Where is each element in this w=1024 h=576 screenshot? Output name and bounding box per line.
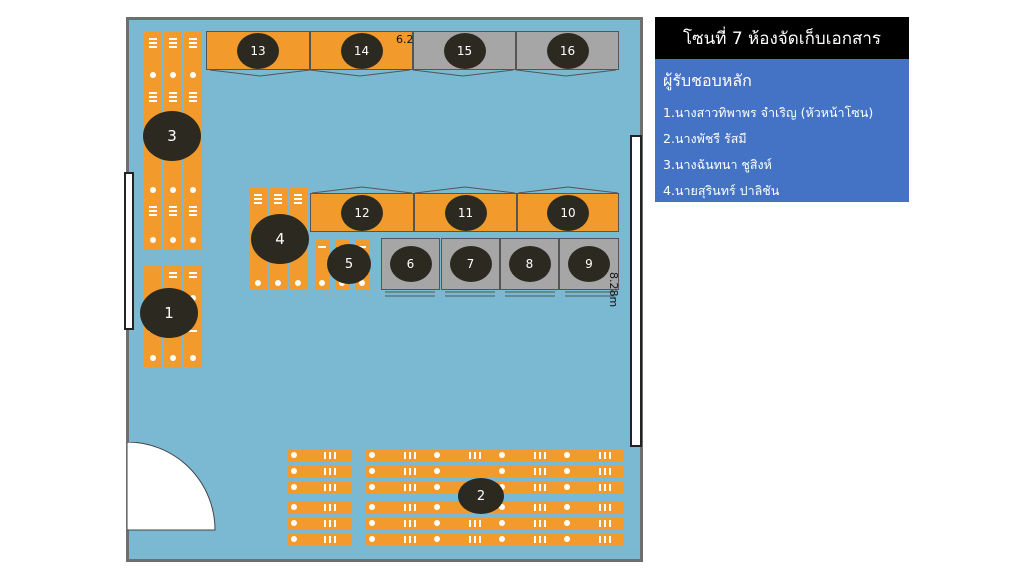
- label-4: 4: [251, 214, 309, 264]
- label-8: 8: [508, 246, 551, 282]
- zone-title: โซนที่ 7 ห้องจัดเก็บเอกสาร: [655, 17, 909, 59]
- responsible-member: 3.นางฉันทนา ชูสิงห์: [663, 157, 772, 172]
- label-16: 16: [546, 32, 589, 69]
- shelf-2-right-2: [366, 466, 624, 477]
- cabinet-8: 8: [500, 238, 559, 290]
- label-14: 14: [340, 32, 383, 69]
- shelf-2-left-6: [288, 534, 352, 545]
- label-2: 2: [458, 478, 504, 514]
- label-3: 3: [143, 111, 201, 161]
- left-window: [124, 172, 134, 330]
- label-6: 6: [389, 246, 432, 282]
- right-window: [630, 135, 642, 447]
- shelf-2-right-1: [366, 450, 624, 461]
- shelf-2-left-5: [288, 518, 352, 529]
- label-1: 1: [140, 288, 198, 338]
- cabinet-11: 11: [414, 193, 517, 232]
- cabinet-9: 9: [559, 238, 619, 290]
- responsible-member: 1.นางสาวทิพาพร จำเริญ (หัวหน้าโซน): [663, 105, 874, 120]
- cabinet-6: 6: [381, 238, 440, 290]
- label-12: 12: [341, 194, 383, 231]
- width-dimension: 6.2: [396, 33, 414, 46]
- label-9: 9: [568, 246, 610, 282]
- label-15: 15: [443, 32, 486, 69]
- shelf-5a: [315, 240, 330, 290]
- shelf-2-left-2: [288, 466, 352, 477]
- shelf-2-left-1: [288, 450, 352, 461]
- responsible-panel: ผู้รับชอบหลัก 1.นางสาวทิพาพร จำเริญ (หัว…: [655, 59, 909, 202]
- depth-dimension: 8.28m: [607, 272, 620, 308]
- shelf-2-left-3: [288, 482, 352, 493]
- responsible-member: 2.นางพัชรี รัสมี: [663, 131, 747, 146]
- cabinet-16: 16: [516, 31, 619, 70]
- door-icon: [127, 442, 216, 531]
- label-11: 11: [444, 194, 487, 231]
- cabinet-10: 10: [517, 193, 619, 232]
- responsible-member: 4.นายสุรินทร์ ปาลิชัน: [663, 183, 780, 198]
- label-7: 7: [449, 246, 492, 282]
- label-10: 10: [547, 194, 589, 231]
- cabinet-12: 12: [310, 193, 414, 232]
- cabinet-13: 13: [206, 31, 310, 70]
- cabinet-15: 15: [413, 31, 516, 70]
- responsible-heading: ผู้รับชอบหลัก: [663, 71, 752, 90]
- cabinet-14: 14: [310, 31, 413, 70]
- shelf-2-left-4: [288, 502, 352, 513]
- shelf-2-right-5: [366, 518, 624, 529]
- cabinet-7: 7: [441, 238, 500, 290]
- label-13: 13: [237, 32, 279, 69]
- label-5: 5: [327, 244, 371, 284]
- shelf-2-right-6: [366, 534, 624, 545]
